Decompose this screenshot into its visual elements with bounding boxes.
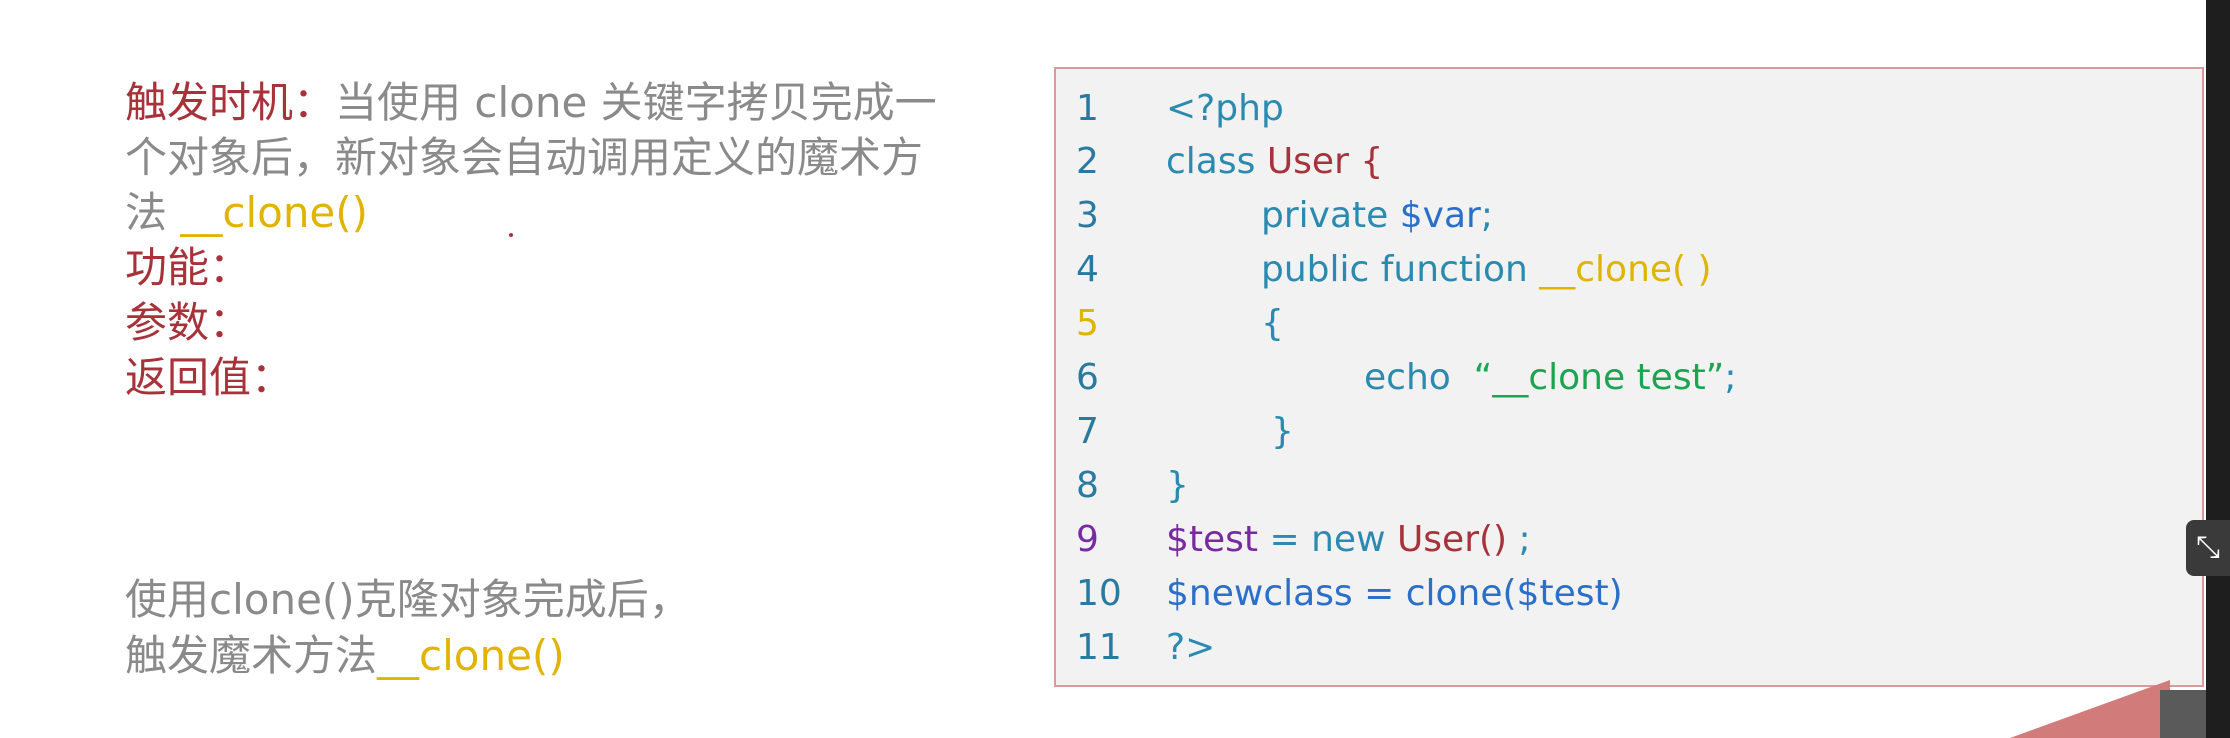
note-prefix: 触发魔术方法 [125,631,378,680]
description-block: 触发时机：当使用 clone 关键字拷贝完成一 个对象后，新对象会自动调用定义的… [125,75,1005,405]
window-edge [2206,0,2230,738]
code-block: 1 <?php 2 class User { 3 private $var; 4… [1054,67,2204,687]
note-method: __clone() [377,631,565,680]
code-keyword: = new [1258,519,1397,560]
code-punct: { [1348,141,1384,182]
param-label: 参数： [125,298,252,347]
note-block: 使用clone()克隆对象完成后， 触发魔术方法__clone() [125,572,691,684]
trigger-line-2: 个对象后，新对象会自动调用定义的魔术方 [125,130,1005,185]
line-number: 5 [1076,303,1099,344]
code-string: “__clone test” [1473,357,1725,398]
code-classname: User() [1396,519,1508,560]
code-text: class User { [1166,136,1383,188]
line-number: 4 [1076,249,1099,290]
line-number: 9 [1076,519,1099,560]
line-number: 10 [1076,573,1122,614]
code-text: ?> [1166,627,1216,668]
code-text: private $var; [1261,190,1493,242]
code-keyword: echo [1364,357,1474,398]
code-text: } [1166,465,1189,506]
trigger-text-2: 个对象后，新对象会自动调用定义的魔术方 [125,133,924,182]
code-variable: $var [1399,195,1481,236]
line-number: 1 [1076,88,1099,129]
trigger-text-3: 法 [125,188,181,237]
code-text: public function __clone( ) [1261,244,1712,296]
code-text: } [1271,411,1294,452]
note-line-1: 使用clone()克隆对象完成后， [125,575,691,624]
line-number: 6 [1076,357,1099,398]
stray-dot [509,233,513,237]
code-text: { [1261,303,1284,344]
code-classname: User [1266,141,1349,182]
code-punct: ; [1480,195,1493,236]
code-punct: ; [1507,519,1531,560]
return-label: 返回值： [125,353,294,402]
code-text: $test = new User() ; [1166,514,1531,566]
trigger-line-3: 法 __clone() [125,185,1005,240]
code-text: <?php [1166,88,1284,129]
code-punct: ; [1724,357,1737,398]
code-keyword: public function [1261,249,1540,290]
function-label: 功能： [125,243,252,292]
trigger-label: 触发时机： [125,78,336,127]
code-keyword: private [1261,195,1400,236]
line-number: 7 [1076,411,1099,452]
note-line-2: 触发魔术方法__clone() [125,628,691,684]
decorative-corner-red [2010,680,2170,738]
expand-icon[interactable]: ⤡ [2186,520,2230,576]
line-number: 2 [1076,141,1099,182]
code-keyword: class [1166,141,1267,182]
clone-method-label: __clone() [180,188,369,237]
trigger-line: 触发时机：当使用 clone 关键字拷贝完成一 [125,75,1005,130]
trigger-text: 当使用 clone 关键字拷贝完成一 [335,78,937,127]
line-number: 11 [1076,627,1122,668]
code-method: __clone( ) [1539,249,1712,290]
code-variable: $test [1166,519,1259,560]
line-number: 3 [1076,195,1099,236]
line-number: 8 [1076,465,1099,506]
code-text: echo “__clone test”; [1364,352,1736,404]
code-text: $newclass = clone($test) [1166,573,1623,614]
